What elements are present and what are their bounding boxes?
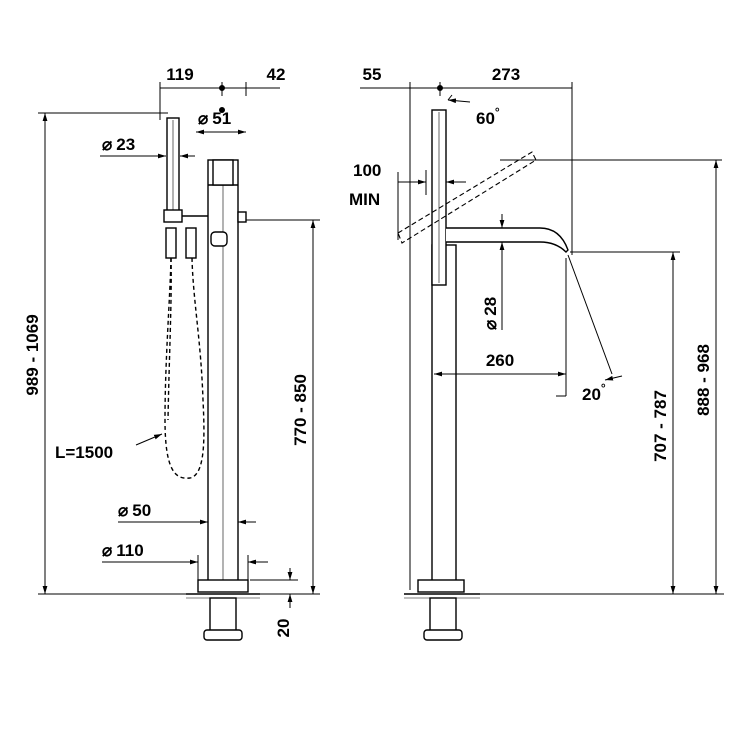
right-min-label: MIN [349, 190, 380, 209]
right-spout [446, 227, 569, 253]
left-hose-length: L=1500 [55, 443, 113, 462]
left-hose [164, 257, 205, 479]
left-dim-total-height: 989 - 1069 [23, 314, 42, 395]
left-dia-110: ⌀110 [102, 541, 144, 560]
right-dim-273: 273 [492, 65, 520, 84]
right-angle-60: 60° [476, 105, 500, 128]
right-dim-260: 260 [486, 351, 514, 370]
left-dim-20: 20 [274, 619, 293, 638]
right-base-flange [417, 579, 465, 593]
left-dia-50: ⌀50 [118, 501, 151, 520]
right-dimensions: 55 273 60° 100 MIN ⌀28 260 20° 707 - 787 [349, 65, 724, 595]
left-dimensions: 119 42 ⌀51 ⌀23 989 - 1069 770 - 850 L=15… [23, 65, 320, 637]
left-base-flange [197, 579, 249, 593]
right-dim-spout-height: 707 - 787 [651, 390, 670, 462]
left-dia-51: ⌀51 [198, 109, 231, 128]
right-dia-28: ⌀28 [481, 297, 500, 330]
left-view [163, 117, 260, 641]
left-dia-23: ⌀23 [102, 135, 135, 154]
left-dim-119: 119 [166, 65, 193, 84]
left-dim-spout-height: 770 - 850 [291, 374, 310, 446]
left-mixer-top [212, 159, 234, 186]
right-min-value: 100 [353, 161, 381, 180]
left-dim-42: 42 [267, 65, 286, 84]
right-dim-55: 55 [363, 65, 382, 84]
right-view [397, 109, 569, 641]
right-main-column [431, 244, 457, 591]
right-lever-tilted [397, 151, 537, 244]
right-angle-20: 20° [582, 381, 606, 404]
right-dim-total-height: 888 - 968 [694, 344, 713, 416]
left-diverter [210, 231, 228, 247]
